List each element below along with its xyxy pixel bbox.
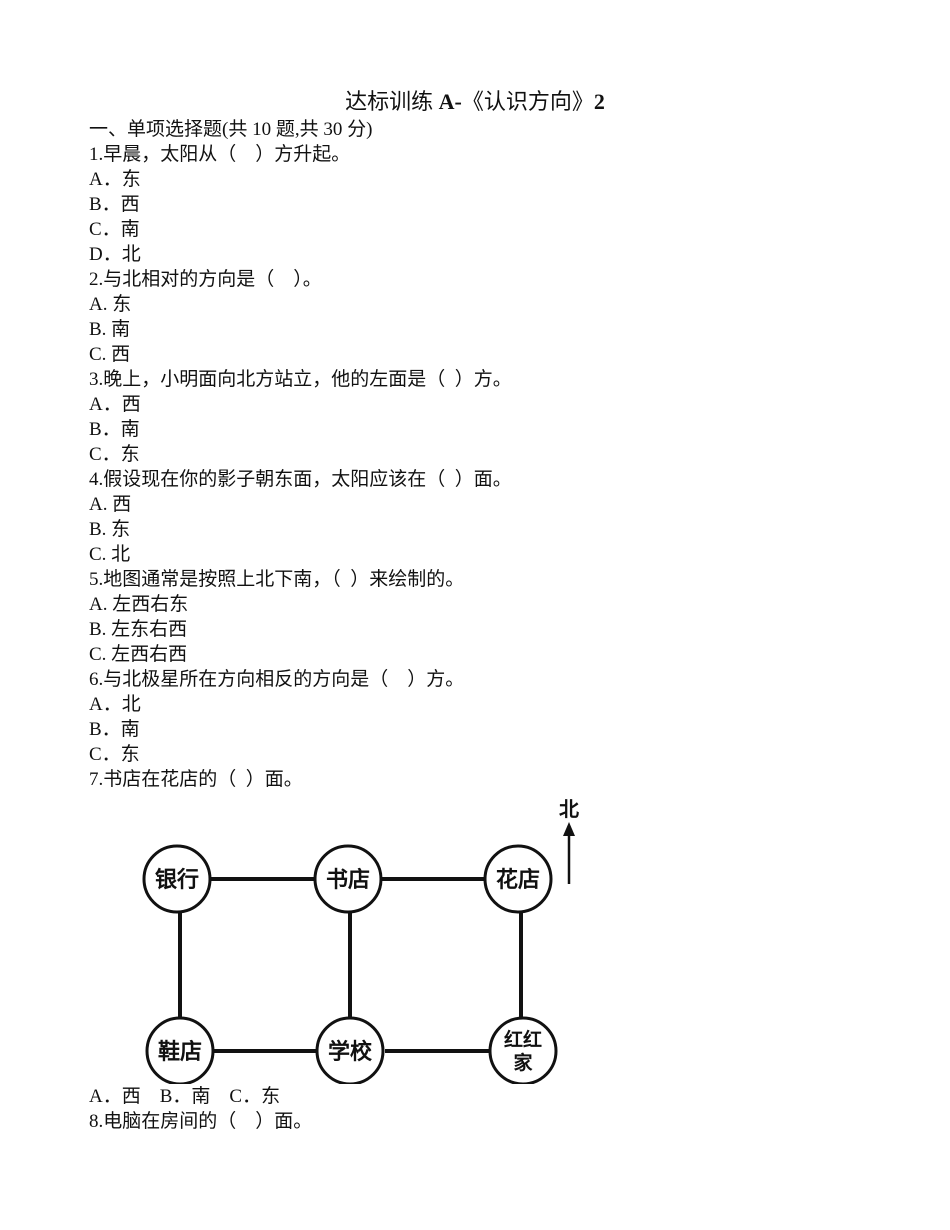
document-body: 一、单项选择题(共 10 题,共 30 分) 1.早晨，太阳从（ ）方升起。 A… xyxy=(89,117,889,1134)
question-3-option-b: B．南 xyxy=(89,419,140,440)
title-bold-part: A- xyxy=(438,89,462,114)
question-3-stem: 3.晚上，小明面向北方站立，他的左面是（ ）方。 xyxy=(89,369,512,390)
page-title: 达标训练 A-《认识方向》2 xyxy=(0,87,950,117)
question-1-option-b: B．西 xyxy=(89,194,140,215)
title-prefix: 达标训练 xyxy=(345,89,439,114)
label-flower-shop: 花店 xyxy=(496,867,540,893)
label-honghong-home-2: 家 xyxy=(513,1051,533,1074)
map-diagram: 银行 书店 花店 鞋店 学校 红红 家 北 xyxy=(142,797,579,1084)
question-1-option-d: D．北 xyxy=(89,244,141,265)
title-number: 2 xyxy=(593,89,605,114)
north-label: 北 xyxy=(559,797,579,821)
section-heading: 一、单项选择题(共 10 题,共 30 分) xyxy=(89,119,373,140)
question-5-option-b: B. 左东右西 xyxy=(89,619,188,640)
question-4-option-a: A. 西 xyxy=(89,494,132,515)
question-3-option-a: A．西 xyxy=(89,394,141,415)
label-honghong-home-1: 红红 xyxy=(504,1028,542,1051)
question-6-option-a: A．北 xyxy=(89,694,141,715)
question-8-stem: 8.电脑在房间的（ ）面。 xyxy=(89,1111,313,1132)
question-5-stem: 5.地图通常是按照上北下南，（ ）来绘制的。 xyxy=(89,569,465,590)
map-figure: 银行 书店 花店 鞋店 学校 红红 家 北 xyxy=(89,792,889,1084)
question-2-option-b: B. 南 xyxy=(89,319,131,340)
question-3-option-c: C．东 xyxy=(89,444,140,465)
map-nodes xyxy=(142,844,558,1084)
question-2-option-c: C. 西 xyxy=(89,344,131,365)
question-4-option-c: C. 北 xyxy=(89,544,131,565)
node-flower-shop xyxy=(483,844,553,914)
node-shoe-store xyxy=(145,1016,215,1084)
title-middle: 《认识方向》 xyxy=(461,89,594,114)
question-6-option-c: C．东 xyxy=(89,744,140,765)
map-roads xyxy=(178,877,523,1053)
question-6-stem: 6.与北极星所在方向相反的方向是（ ）方。 xyxy=(89,669,465,690)
question-2-stem: 2.与北相对的方向是（ ）。 xyxy=(89,269,322,290)
question-1-stem: 1.早晨，太阳从（ ）方升起。 xyxy=(89,144,351,165)
node-honghong-home xyxy=(488,1016,558,1084)
question-7-options: A．西 B．南 C．东 xyxy=(89,1086,281,1107)
question-4-stem: 4.假设现在你的影子朝东面，太阳应该在（ ）面。 xyxy=(89,469,512,490)
question-1-option-c: C．南 xyxy=(89,219,140,240)
north-arrow-icon: 北 xyxy=(559,797,579,884)
node-bank xyxy=(142,844,212,914)
question-4-option-b: B. 东 xyxy=(89,519,131,540)
question-1-option-a: A．东 xyxy=(89,169,141,190)
question-7-stem: 7.书店在花店的（ ）面。 xyxy=(89,769,303,790)
node-bookstore xyxy=(313,844,383,914)
label-school: 学校 xyxy=(328,1039,373,1065)
question-6-option-b: B．南 xyxy=(89,719,140,740)
label-shoe-store: 鞋店 xyxy=(158,1040,202,1065)
question-2-option-a: A. 东 xyxy=(89,294,132,315)
label-bank: 银行 xyxy=(155,867,199,893)
question-5-option-a: A. 左西右东 xyxy=(89,594,189,615)
question-5-option-c: C. 左西右西 xyxy=(89,644,188,665)
node-school xyxy=(315,1016,385,1084)
label-bookstore: 书店 xyxy=(326,868,370,893)
